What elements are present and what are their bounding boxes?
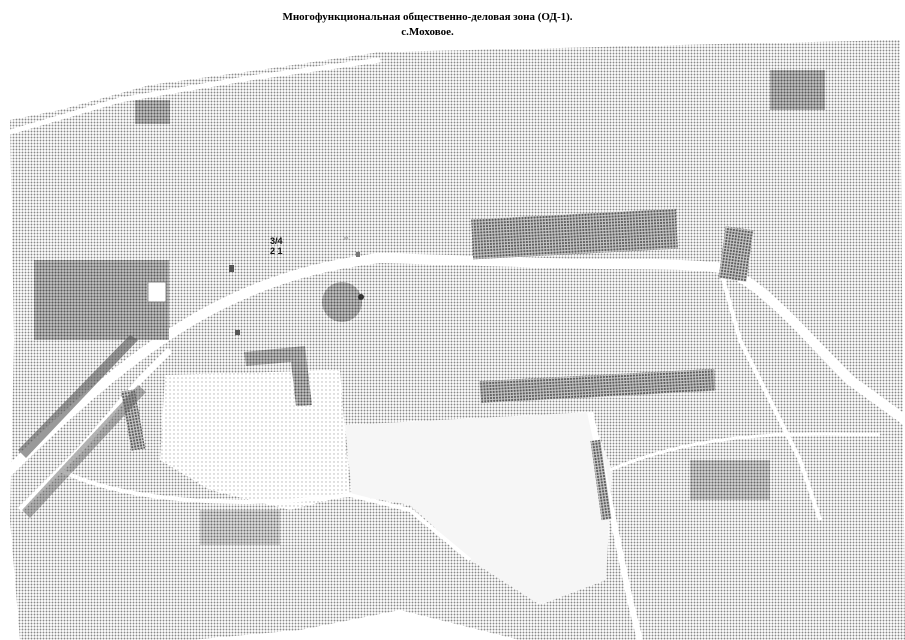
map-svg: [0, 40, 905, 640]
building-top-right: [770, 70, 825, 110]
building-west-inner: [147, 281, 167, 303]
building-north-east: [718, 226, 754, 282]
main-road: [5, 252, 905, 475]
building-north-west: [135, 100, 170, 124]
railway-strip-2: [22, 385, 146, 518]
road-top-left: [0, 57, 381, 138]
parcel-label-bottom: 2 1: [270, 246, 283, 256]
building-center-strip: [479, 368, 716, 404]
building-l-shape: [244, 346, 312, 406]
small-building-2: [235, 330, 240, 335]
road-east-fork: [718, 267, 822, 521]
map-title-zone: Многофункциональная общественно-деловая …: [282, 11, 573, 23]
building-long-north: [471, 208, 678, 260]
railway-strip: [18, 335, 138, 458]
building-strip-south: [590, 439, 612, 521]
small-building-3: [356, 252, 360, 257]
building-large-west: [34, 260, 169, 340]
point-marker[interactable]: [358, 294, 364, 300]
round-plaza: [322, 282, 362, 322]
open-field: [345, 412, 612, 605]
road-east-diagonal: [609, 432, 881, 472]
small-building-1: [229, 265, 234, 272]
street-label: ул.: [344, 235, 350, 240]
parcel-label-top: 3/4: [270, 236, 283, 246]
field-south: [200, 510, 280, 545]
field-southeast: [690, 460, 770, 500]
road-southwest-loop: [59, 468, 472, 562]
map-canvas[interactable]: 3/4 2 1 ул.: [0, 40, 905, 640]
map-title: Многофункциональная общественно-деловая …: [0, 10, 855, 40]
map-title-village: с.Моховое.: [401, 26, 454, 38]
